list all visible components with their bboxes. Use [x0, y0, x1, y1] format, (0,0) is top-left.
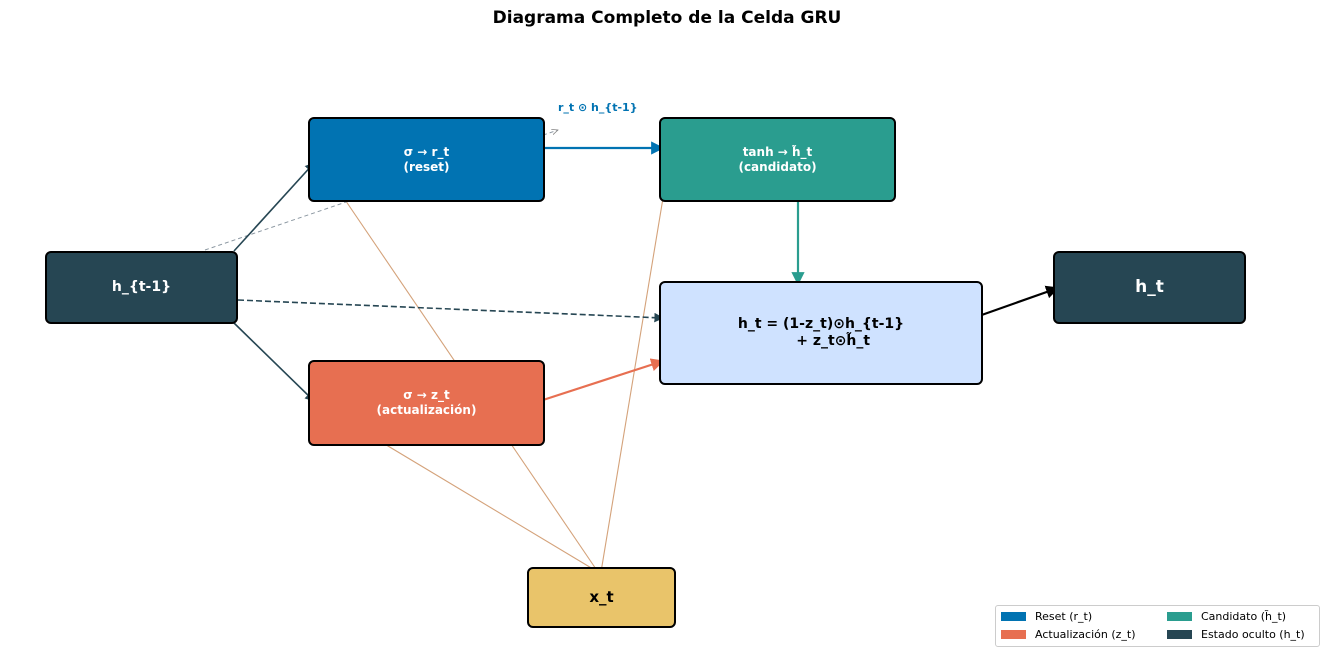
- node-update-gate: σ → z_t (actualización): [308, 360, 545, 446]
- node-combine-label: h_t = (1-z_t)⊙h_{t-1} + z_t⊙h̃_t: [737, 315, 905, 350]
- edge-hprev-to-reset: [233, 162, 315, 252]
- edge-hprev-to-combine: [237, 299, 664, 323]
- node-h-prev: h_{t-1}: [45, 251, 238, 324]
- legend-swatch-candidate: [1167, 612, 1192, 621]
- legend-label-hidden: Estado oculto (h_t): [1201, 628, 1305, 641]
- node-update-label: σ → z_t (actualización): [376, 388, 477, 417]
- legend-swatch-update: [1001, 630, 1026, 639]
- node-h-t: h_t: [1053, 251, 1246, 324]
- legend-item-update: Actualización (z_t): [1001, 628, 1136, 641]
- legend-item-candidate: Candidato (h̃_t): [1167, 610, 1286, 623]
- edge-combine-to-ht: [975, 285, 1060, 319]
- edge-hprev-to-update: [233, 322, 315, 402]
- legend-swatch-reset: [1001, 612, 1026, 621]
- node-candidate-label: tanh → h̃_t (candidato): [738, 144, 817, 174]
- legend-label-candidate: Candidato (h̃_t): [1201, 610, 1287, 623]
- node-candidate: tanh → h̃_t (candidato): [659, 117, 896, 202]
- legend-label-reset: Reset (r_t): [1035, 610, 1093, 623]
- reset-product-annotation: r_t ⊙ h_{t-1}: [558, 101, 638, 114]
- node-reset-gate: σ → r_t (reset): [308, 117, 545, 202]
- diagram-title: Diagrama Completo de la Celda GRU: [492, 8, 842, 28]
- node-x-t: x_t: [527, 567, 676, 628]
- legend-swatch-hidden: [1167, 630, 1192, 639]
- edge-update-to-combine: [542, 358, 665, 402]
- legend-item-hidden: Estado oculto (h_t): [1167, 628, 1305, 641]
- node-h-t-label: h_t: [1135, 276, 1164, 297]
- node-reset-label: σ → r_t (reset): [403, 144, 450, 174]
- node-combine: h_t = (1-z_t)⊙h_{t-1} + z_t⊙h̃_t: [659, 281, 983, 385]
- node-x-t-label: x_t: [589, 588, 614, 607]
- edge-x-to-candidate: [600, 174, 667, 573]
- node-h-prev-label: h_{t-1}: [111, 278, 172, 295]
- legend: Reset (r_t) Actualización (z_t) Candidat…: [995, 605, 1320, 647]
- legend-item-reset: Reset (r_t): [1001, 610, 1092, 623]
- legend-label-update: Actualización (z_t): [1035, 628, 1136, 641]
